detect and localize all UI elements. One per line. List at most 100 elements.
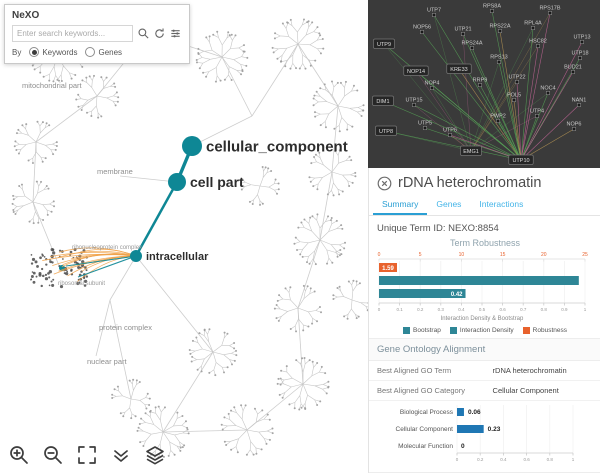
search-input[interactable] [12,25,133,42]
tab-summary[interactable]: Summary [373,194,428,215]
tree-node-label: intracellular [146,251,209,263]
network-node[interactable]: POL5 [507,93,521,103]
network-node[interactable]: BUD21 [564,65,582,75]
tab-interactions[interactable]: Interactions [479,199,524,209]
search-icon[interactable] [137,27,150,40]
svg-text:0: 0 [456,457,459,462]
tree-node-label: cellular_component [206,138,348,155]
svg-text:1: 1 [584,307,587,312]
unique-term-id-label: Unique Term ID: [377,223,446,234]
legend-swatch [403,327,410,334]
network-node[interactable]: UTP6 [443,128,457,138]
network-node-label: NOP6 [567,122,582,128]
network-node[interactable]: RPS13 [490,55,508,64]
network-node[interactable]: UTP18 [571,51,589,60]
by-label: By [12,47,22,57]
network-node[interactable]: NOP4 [425,81,440,91]
svg-text:0.4: 0.4 [500,457,507,462]
detail-header: rDNA heterochromatin [369,168,600,194]
network-node[interactable]: UTP21 [454,27,472,36]
zoom-out-button[interactable] [42,444,64,466]
network-node[interactable]: DIM1 [372,95,394,106]
search-panel: NeXO By [4,4,190,64]
radio-keywords[interactable]: Keywords [29,47,77,57]
interaction-network-panel[interactable]: UTP7 RPS8A RPS17B NOP56 UTP21 RPS22A RPL4A UTP1… [368,0,600,168]
go-term-value: rDNA heterochromatin [492,366,567,375]
network-node-label: RPS17B [539,6,560,12]
network-node[interactable]: PWP2 [490,114,506,124]
network-node[interactable]: NOP56 [413,25,431,34]
svg-text:0.6: 0.6 [523,457,530,462]
radio-genes-circle[interactable] [85,47,96,57]
network-node-label: NOP14 [407,69,425,75]
svg-text:0: 0 [378,307,381,312]
network-node-label: UTP18 [571,51,588,57]
tree-node[interactable] [130,250,142,262]
network-node[interactable]: RPL4A [524,21,542,30]
go-category-value: Cellular Component [492,386,559,395]
go-chart-value: 0.06 [468,409,481,416]
collapse-icon [114,450,128,462]
svg-text:10: 10 [459,252,465,258]
fit-view-button[interactable] [76,444,98,466]
network-node-label: RPS24A [461,41,482,47]
network-node[interactable]: RPS24A [461,41,483,50]
network-node[interactable]: RPS17B [539,6,561,16]
network-node-label: EMG1 [463,149,479,155]
legend-swatch [449,327,457,334]
network-node[interactable]: NOC4 [540,86,556,96]
network-node[interactable]: KRE33 [446,63,472,74]
zoom-in-button[interactable] [8,444,30,466]
network-node[interactable]: UTP13 [573,35,591,44]
svg-text:0.8: 0.8 [547,457,554,462]
tree-node[interactable] [182,136,202,156]
close-icon[interactable] [377,176,392,191]
dendrogram-decoration [11,6,372,459]
tree-node-label: cell part [190,174,244,190]
go-chart-bar [457,425,484,433]
network-node-label: UTP4 [530,109,544,115]
network-node[interactable]: NAN1 [572,98,587,108]
collapse-button[interactable] [110,444,132,466]
network-node[interactable]: UTP10 [508,154,534,165]
network-node[interactable]: EMG1 [460,145,482,156]
robustness-chart-title: Term Robustness [449,238,521,248]
network-node[interactable]: UTP7 [427,8,441,18]
network-node[interactable]: RPS8A [483,4,501,14]
network-node[interactable]: UTP9 [373,38,395,49]
tab-genes[interactable]: Genes [436,199,462,209]
svg-text:0.8: 0.8 [541,307,548,312]
network-node-label: UTP10 [512,158,529,164]
network-node[interactable]: UTP8 [375,125,397,136]
svg-text:0.3: 0.3 [438,307,445,312]
legend-swatch [522,327,530,334]
network-node[interactable]: RPS22A [489,24,511,33]
svg-text:15: 15 [500,252,506,258]
svg-text:0.2: 0.2 [477,457,484,462]
radio-genes-label: Genes [98,47,123,57]
network-node-label: PWP2 [490,114,506,120]
network-node[interactable]: HSC82 [529,39,547,48]
options-icon[interactable] [169,27,182,40]
network-node[interactable]: NOP14 [403,65,429,76]
reset-icon[interactable] [153,27,166,40]
radio-keywords-label: Keywords [42,47,78,57]
unique-term-id: Unique Term ID: NEXO:8854 [369,216,600,236]
network-node-label: UTP6 [443,128,457,134]
radio-genes[interactable]: Genes [85,47,122,57]
radio-keywords-circle[interactable] [29,47,40,57]
network-node[interactable]: UTP15 [405,98,423,108]
network-node[interactable]: NOP6 [567,122,582,132]
unique-term-id-value: NEXO:8854 [448,223,499,234]
network-node[interactable]: UTP22 [508,75,526,85]
legend-interaction-density: Interaction Density [449,327,514,334]
tree-node[interactable] [168,173,186,191]
network-node[interactable]: UTP5 [418,121,432,131]
svg-text:25: 25 [582,252,588,258]
network-node[interactable]: UTP4 [530,109,544,119]
layers-button[interactable] [144,444,166,466]
network-node[interactable]: RRP9 [473,78,488,88]
